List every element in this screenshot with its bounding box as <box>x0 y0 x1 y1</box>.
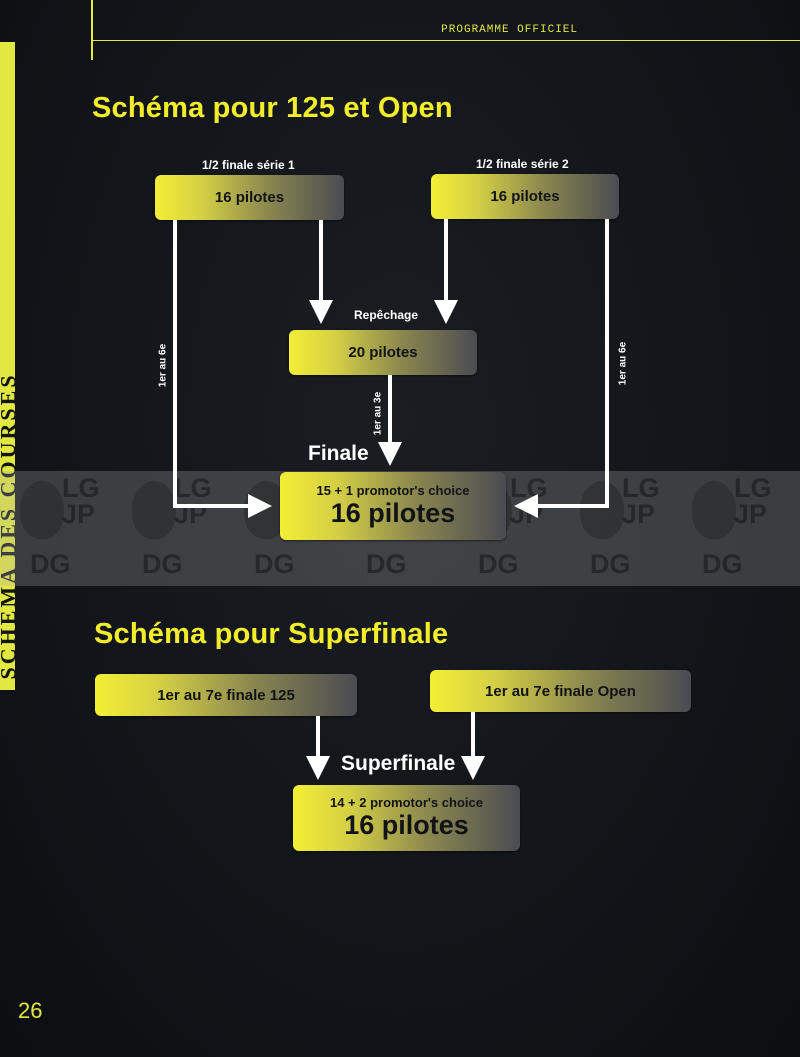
source-125-label: 1er au 7e finale 125 <box>157 686 295 704</box>
watermark-dg: DG <box>478 549 519 579</box>
superfinale-label: Superfinale <box>341 752 456 775</box>
header-title: PROGRAMME OFFICIEL <box>441 24 578 36</box>
watermark-tile: LG JP DG <box>570 471 680 586</box>
finale-box-subtitle: 15 + 1 promotor's choice <box>316 483 470 498</box>
finale-box: 15 + 1 promotor's choice 16 pilotes <box>280 472 506 540</box>
finale-box-count: 16 pilotes <box>330 498 456 528</box>
page-number: 26 <box>18 998 43 1023</box>
header-vertical-rule <box>91 0 93 60</box>
watermark-jp: JP <box>62 499 96 529</box>
repechage-count: 20 pilotes <box>348 344 418 361</box>
watermark-tile: LG JP DG <box>122 471 232 586</box>
semi1-label: 1/2 finale série 1 <box>202 158 295 172</box>
superfinale-box-subtitle: 14 + 2 promotor's choice <box>329 795 483 810</box>
watermark-dg: DG <box>702 549 743 579</box>
semi2-count: 16 pilotes <box>490 188 560 205</box>
superfinale-box: 14 + 2 promotor's choice 16 pilotes <box>293 785 520 851</box>
watermark-dg: DG <box>366 549 407 579</box>
watermark-jp: JP <box>734 499 768 529</box>
watermark-face-icon <box>20 481 64 539</box>
watermark-dg: DG <box>142 549 183 579</box>
watermark-tile: LG JP DG <box>682 471 792 586</box>
semi1-to-finale-arrow <box>173 220 272 518</box>
finale-label: Finale <box>308 442 369 465</box>
section2-title: Schéma pour Superfinale <box>94 618 449 650</box>
semi1-count: 16 pilotes <box>214 189 285 206</box>
watermark-face-icon <box>580 481 624 539</box>
watermark-tile: LG JP DG <box>10 471 120 586</box>
watermark-lg: LG <box>734 473 772 503</box>
superfinale-source-125-box: 1er au 7e finale 125 <box>95 674 357 716</box>
watermark-lg: LG <box>62 473 100 503</box>
watermark-dg: DG <box>590 549 631 579</box>
superfinale-source-open-box: 1er au 7e finale Open <box>430 670 691 712</box>
section1-title: Schéma pour 125 et Open <box>92 92 453 124</box>
watermark-dg: DG <box>254 549 295 579</box>
semi2-box: 16 pilotes <box>431 174 619 219</box>
watermark-jp: JP <box>622 499 656 529</box>
side-strip: SCHÉMA DES COURSES <box>0 42 15 690</box>
semi1-box: 16 pilotes <box>155 175 344 220</box>
watermark-lg: LG <box>174 473 212 503</box>
repechage-box: 20 pilotes <box>289 330 477 375</box>
watermark-face-icon <box>692 481 736 539</box>
repechage-label: Repêchage <box>354 308 419 322</box>
semi2-label: 1/2 finale série 2 <box>476 157 569 171</box>
watermark-lg: LG <box>622 473 660 503</box>
watermark-dg: DG <box>30 549 71 579</box>
source-open-label: 1er au 7e finale Open <box>485 682 636 700</box>
superfinale-box-count: 16 pilotes <box>344 810 469 840</box>
watermark-face-icon <box>132 481 176 539</box>
header-rule <box>91 40 800 41</box>
semi2-to-finale-arrow <box>514 219 609 518</box>
